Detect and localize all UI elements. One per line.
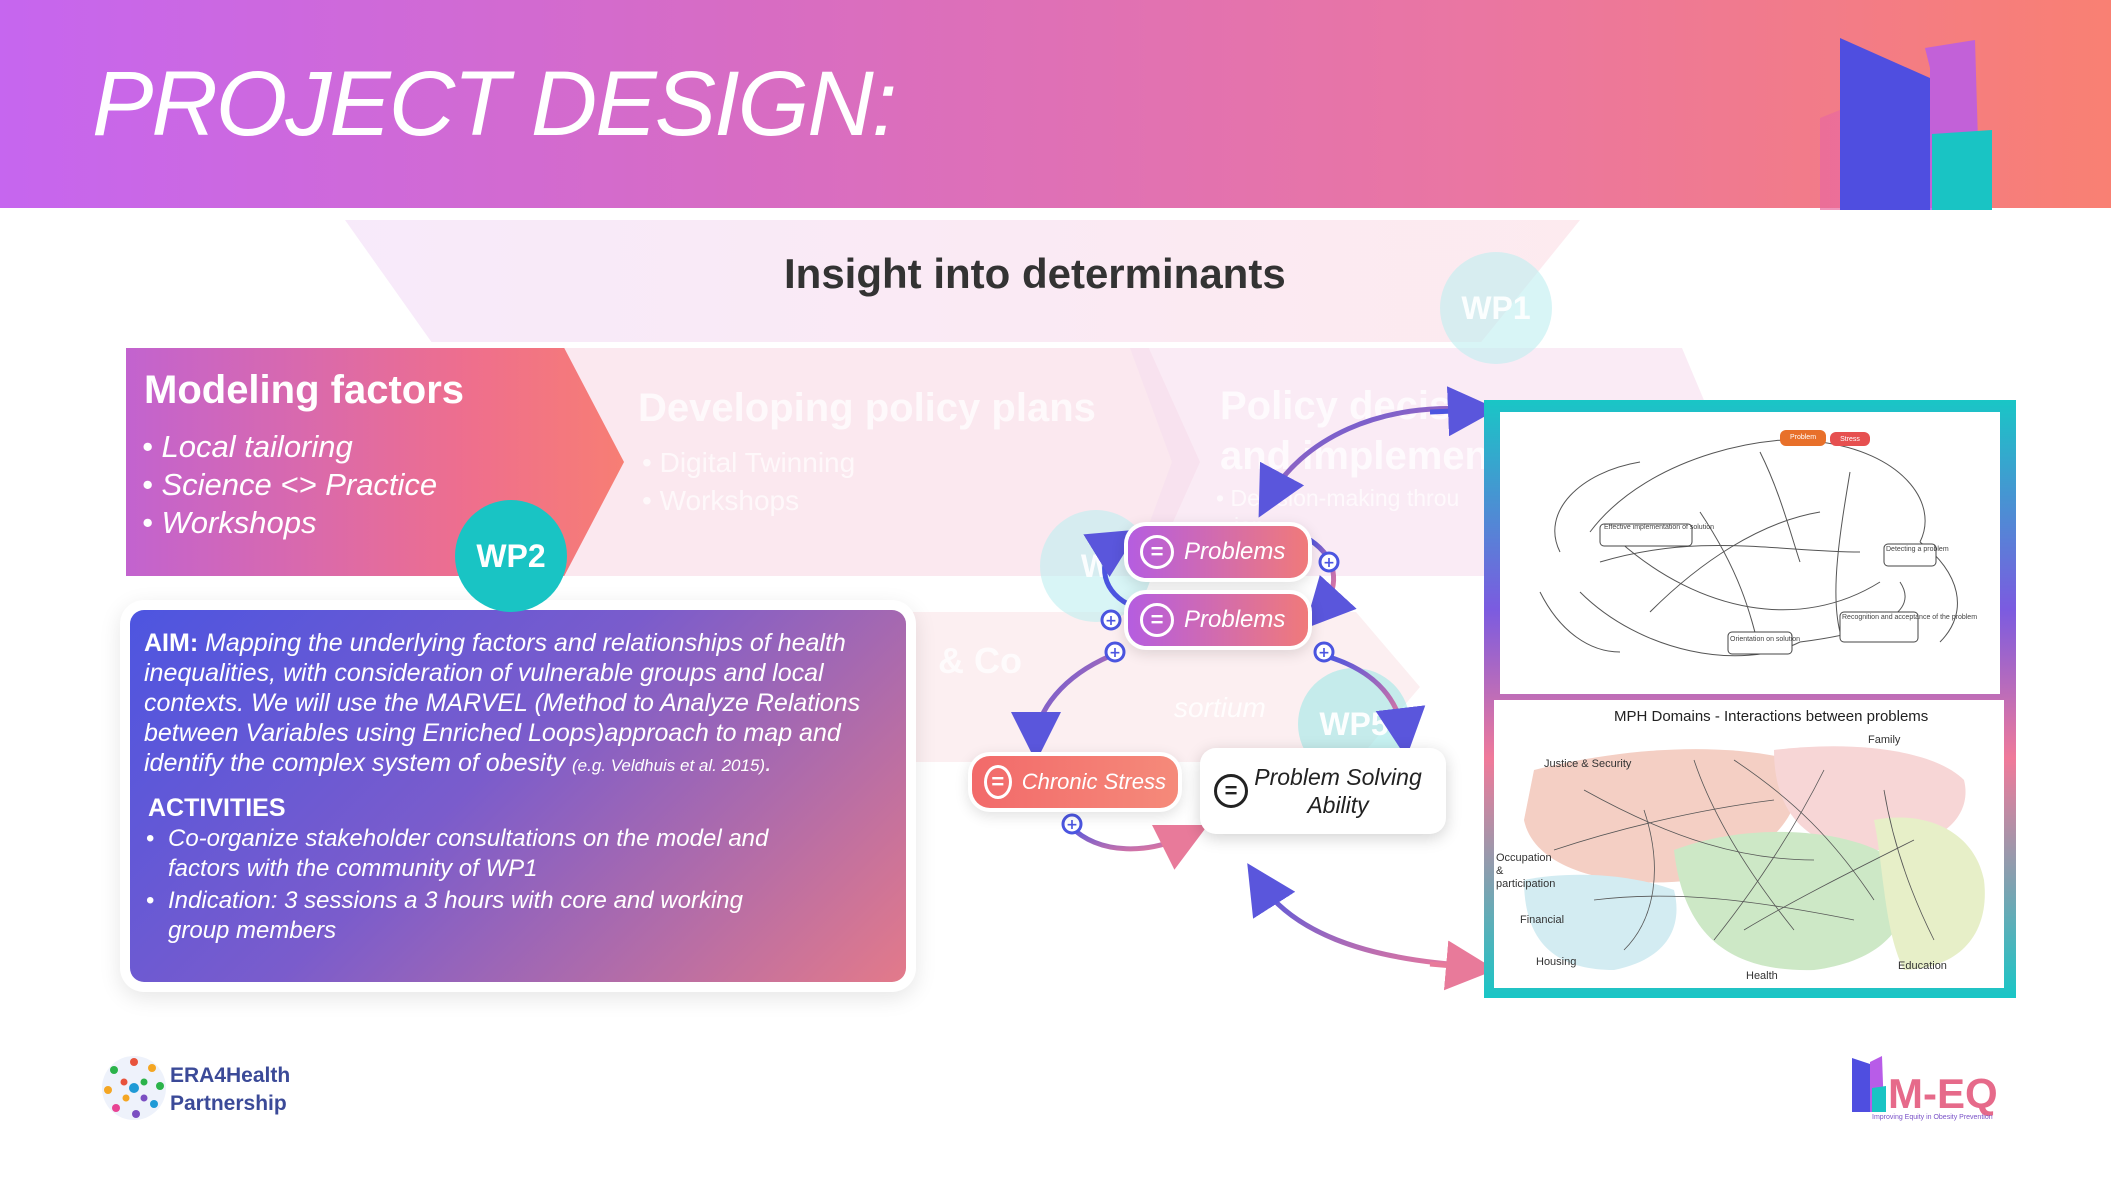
list-item: • Workshops [642,485,800,516]
mph-domain-regions [1524,746,1985,971]
problem-solving-label: Problem Solving Ability [1254,764,1422,818]
svg-text:+: + [1318,645,1330,661]
problems-node-2: = Problems [1128,594,1308,646]
wp2-badge: WP2 [455,500,567,612]
arrow-problems-down [1304,537,1357,629]
equal-icon: = [1140,535,1174,569]
node-recognition: Recognition and acceptance of the proble… [1842,614,1978,621]
header-logo-shapes [1820,38,1992,210]
arrow-problems-up [1083,529,1140,607]
consortium-text-1: & Co [938,640,1022,681]
problems-node-1: = Problems [1128,526,1308,578]
mph-diagram-title: MPH Domains - Interactions between probl… [1614,708,1929,725]
arrow-to-problem-solving [1325,653,1426,758]
arrow-to-diagram-bottom [1247,863,1479,969]
arrow-to-diagram-top [1258,405,1481,518]
domain-occupation: Occupation & participation [1496,852,1556,890]
svg-text:+: + [1109,645,1121,661]
problems-label: Problems [1184,538,1286,565]
insight-band [345,220,1580,342]
list-item: • Workshops [142,505,317,540]
modeling-list: • Local tailoring • Science <> Practice … [142,428,437,542]
chronic-stress-node: = Chronic Stress [972,756,1178,808]
policy-plans-title: Developing policy plans [638,386,1096,430]
domain-housing: Housing [1536,956,1577,968]
domain-financial: Financial [1520,914,1565,926]
node-effective: Effective implementation of solution [1604,524,1714,531]
policy-plans-list: • Digital Twinning • Workshops [642,444,855,520]
list-item: • Science <> Practice [142,467,438,502]
list-item: • Digital Twinning [642,447,856,478]
chronic-stress-label: Chronic Stress [1021,769,1166,794]
era4health-logo-text: ERA4Health Partnership [170,1064,291,1115]
svg-text:M-EQ: M-EQ [1888,1070,1998,1117]
modeling-title: Modeling factors [144,368,465,412]
insight-title: Insight into determinants [784,250,1286,297]
list-item: Co-organize stakeholder consultations on… [146,824,786,884]
equal-icon: = [1214,774,1248,808]
domain-education: Education [1898,960,1947,972]
aim-description: Mapping the underlying factors and relat… [144,629,861,777]
era4health-globe-icon [102,1056,166,1120]
list-item: • Local tailoring [142,429,353,464]
aim-text: AIM: Mapping the underlying factors and … [144,629,861,777]
policy-decisions-title-1: Policy decisi [1220,384,1463,428]
svg-text:+: + [1323,555,1335,571]
wp1-badge: WP1 [1440,252,1552,364]
aim-label: AIM: [144,629,199,657]
activities-title: ACTIVITIES [148,794,286,822]
equal-icon: = [984,765,1012,799]
equal-icon: = [1140,603,1174,637]
node-problem: Problem [1789,434,1817,441]
arrow-to-chronic-stress [1011,653,1111,762]
problems-label: Problems [1184,606,1286,633]
svg-text:+: + [1066,817,1078,833]
header-banner [0,0,2111,208]
domain-family: Family [1868,734,1901,746]
domain-justice: Justice & Security [1544,758,1631,771]
consortium-text-2: sortium [1174,692,1266,723]
page-title: PROJECT DESIGN: [92,53,897,155]
node-orientation: Orientation on solution [1730,636,1801,643]
domain-health: Health [1746,970,1778,982]
list-item: Indication: 3 sessions a 3 hours with co… [146,886,786,946]
svg-text:+: + [1105,613,1117,629]
activities-list: Co-organize stakeholder consultations on… [146,824,786,948]
problem-solving-node: = Problem Solving Ability [1200,748,1446,834]
imeq-tagline: Improving Equity in Obesity Prevention [1872,1114,1993,1121]
causal-loop-lines [1539,430,1958,657]
node-stress: Stress [1840,436,1860,443]
imeq-logo: M-EQ [1852,1056,1998,1117]
arrow-stress-to-solving [1068,824,1208,870]
aim-citation: (e.g. Veldhuis et al. 2015) [571,756,766,775]
node-detecting: Detecting a problem [1886,546,1949,553]
